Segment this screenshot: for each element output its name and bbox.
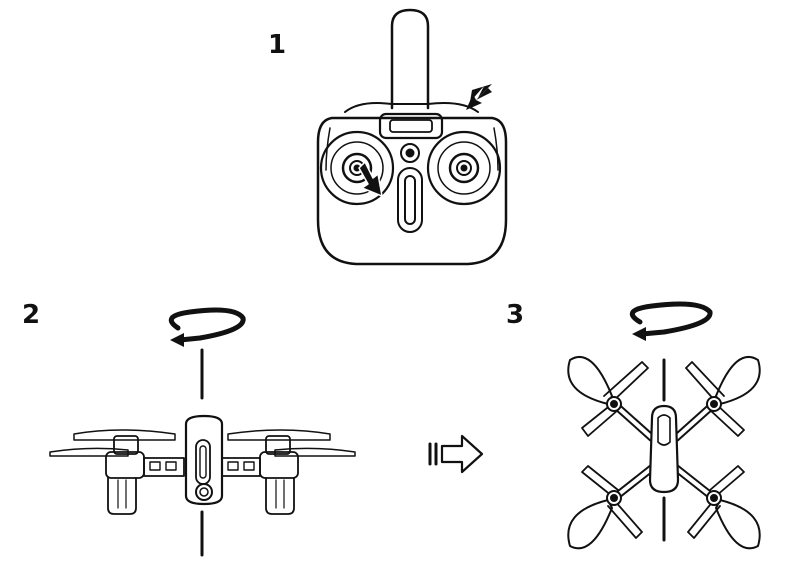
- controller-shoulders: [344, 102, 479, 113]
- right-stick-icon: [426, 130, 502, 206]
- power-button-dot-icon: [405, 148, 415, 158]
- next-step-arrow-icon: [428, 434, 484, 474]
- propeller-front-right: [227, 429, 331, 441]
- step-number-1: 1: [268, 30, 287, 60]
- motor-right: [265, 435, 291, 455]
- stick-press-arrow-icon: [358, 161, 383, 197]
- arm-left: [143, 457, 185, 477]
- press-arrow-icon: [466, 88, 492, 110]
- press-arrow-icon: [470, 84, 492, 102]
- drone-front-view: [49, 307, 356, 557]
- remote-controller: [316, 8, 508, 266]
- rotate-arrow-icon: [168, 307, 246, 347]
- motor-left: [113, 435, 139, 455]
- rotate-arrow-icon: [629, 301, 713, 341]
- controller-center-slot: [397, 167, 423, 233]
- propeller-top-right: [685, 355, 761, 437]
- controller-center-slot-inner: [404, 175, 416, 225]
- propeller-bottom-left: [567, 465, 643, 550]
- left-stick-icon: [319, 130, 395, 206]
- landing-leg-left: [107, 477, 137, 515]
- drone-body-top: [648, 404, 680, 494]
- drone-top-view: [567, 301, 761, 550]
- step-number-3: 3: [506, 300, 525, 330]
- propeller-bottom-right: [687, 465, 761, 550]
- controller-body: [316, 116, 508, 266]
- landing-leg-right: [265, 477, 295, 515]
- propeller-top-left: [567, 355, 649, 437]
- drone-body-front: [184, 414, 224, 506]
- controller-display-inner: [389, 119, 433, 133]
- propeller-front-left: [73, 429, 176, 441]
- controller-inner-edge-right: [493, 127, 499, 171]
- power-button-icon: [400, 143, 420, 163]
- propeller-rear-right: [274, 447, 356, 457]
- controller-antenna: [390, 8, 430, 110]
- controller-display: [378, 112, 444, 140]
- propeller-rear-left: [49, 447, 129, 457]
- step-number-2: 2: [22, 300, 41, 330]
- camera-icon: [195, 483, 213, 501]
